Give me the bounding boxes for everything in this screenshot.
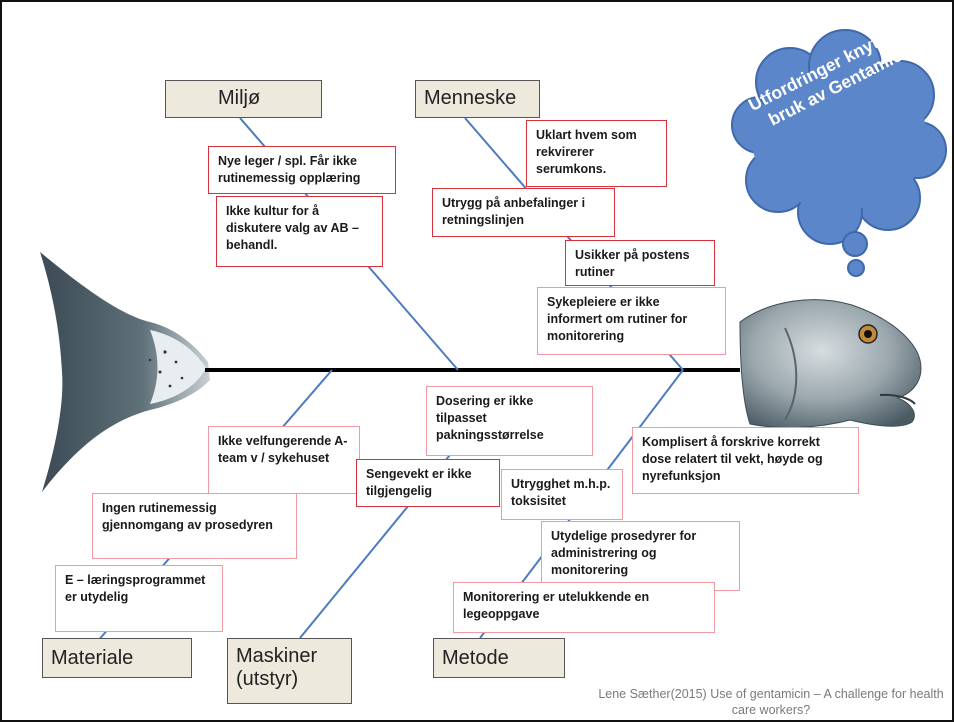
cause-menneske-1: Uklart hvem som rekvirerer serumkons. [526, 120, 667, 187]
cause-metode-3: Utydelige prosedyrer for administrering … [541, 521, 740, 591]
cause-maskiner-1: Dosering er ikke tilpasset pakningsstørr… [426, 386, 593, 456]
cause-materiale-1: Ikke velfungerende A-team v / sykehuset [208, 426, 360, 494]
fish-tail [40, 252, 210, 492]
category-materiale: Materiale [42, 638, 192, 678]
category-metode: Metode [433, 638, 565, 678]
cause-materiale-2: Ingen rutinemessig gjennomgang av prosed… [92, 493, 297, 559]
cause-metode-1: Komplisert å forskrive korrekt dose rela… [632, 427, 859, 494]
cause-maskiner-2: Sengevekt er ikke tilgjengelig [356, 459, 500, 507]
category-maskiner: Maskiner (utstyr) [227, 638, 352, 704]
fish-head [739, 299, 922, 428]
cause-miljo-1: Nye leger / spl. Får ikke rutinemessig o… [208, 146, 396, 194]
cause-metode-2: Utrygghet m.h.p. toksisitet [501, 469, 623, 520]
cause-metode-4: Monitorering er utelukkende en legeoppga… [453, 582, 715, 633]
cause-menneske-3: Usikker på postens rutiner [565, 240, 715, 286]
cause-miljo-2: Ikke kultur for å diskutere valg av AB –… [216, 196, 383, 267]
category-miljo: Miljø [165, 80, 322, 118]
citation: Lene Sæther(2015) Use of gentamicin – A … [598, 687, 944, 717]
category-menneske: Menneske [415, 80, 540, 118]
thought-cloud [731, 29, 947, 277]
cause-menneske-2: Utrygg på anbefalinger i retningslinjen [432, 188, 615, 237]
cause-materiale-3: E – læringsprogrammet er utydelig [55, 565, 223, 632]
cause-menneske-4: Sykepleiere er ikke informert om rutiner… [537, 287, 726, 355]
